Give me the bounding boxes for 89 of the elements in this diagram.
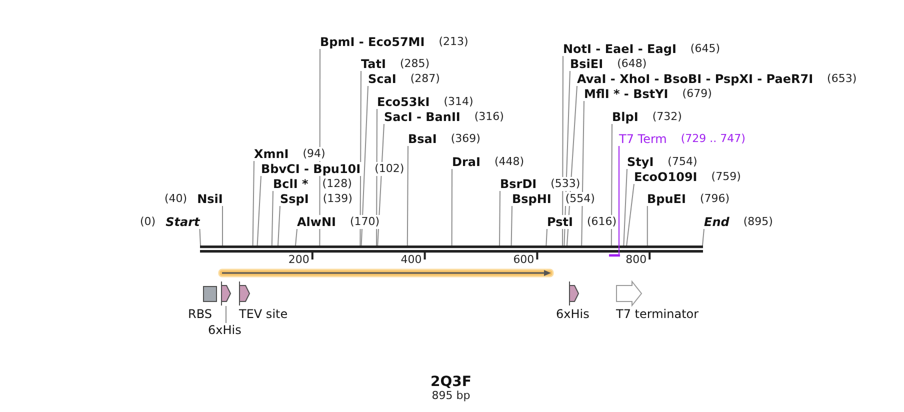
- position-number: (170): [349, 215, 381, 229]
- leader-line: [610, 124, 612, 246]
- enzyme-name: BlpI: [611, 110, 640, 124]
- position-number: (128): [321, 177, 353, 191]
- position-number: (653): [826, 72, 858, 86]
- leader-line: [546, 228, 548, 246]
- enzyme-name: MflI * - BstYI: [583, 87, 670, 101]
- start-label: Start: [164, 215, 201, 229]
- position-number: (40): [164, 192, 188, 206]
- position-number: (533): [550, 177, 582, 191]
- position-number: (0): [139, 215, 157, 229]
- enzyme-name: BsiEI: [569, 57, 604, 71]
- map-title: 2Q3F: [430, 374, 472, 390]
- tick-label: 800: [626, 252, 647, 266]
- enzyme-name: EcoO109I: [633, 170, 698, 184]
- position-number: (369): [450, 132, 482, 146]
- position-number: (314): [442, 95, 474, 109]
- enzyme-name: NsiI: [196, 192, 224, 206]
- position-number: (94): [302, 147, 326, 161]
- leader-line: [623, 168, 628, 246]
- position-number: (796): [698, 192, 731, 206]
- leader-line: [271, 190, 274, 246]
- feature-label: TEV site: [239, 307, 288, 321]
- enzyme-name: ScaI: [367, 72, 398, 86]
- position-number: (102): [374, 162, 406, 176]
- position-number: (448): [493, 155, 526, 169]
- position-number: (316): [473, 110, 505, 124]
- enzyme-name: BsaI: [407, 132, 438, 146]
- enzyme-name: BsrDI: [499, 177, 538, 191]
- leader-line: [295, 228, 298, 246]
- enzyme-name: TatI: [360, 57, 387, 71]
- position-number: (648): [616, 57, 648, 71]
- position-number: (754): [666, 155, 698, 169]
- enzyme-name: DraI: [451, 155, 482, 169]
- position-number: (616): [586, 215, 618, 229]
- enzyme-name: StyI: [626, 155, 655, 169]
- leader-line: [618, 146, 620, 255]
- feature-span-mark: [609, 254, 620, 257]
- enzyme-name: SacI - BanII: [383, 110, 462, 124]
- enzyme-name: BspHI: [511, 192, 552, 206]
- enzyme-name: XmnI: [253, 147, 290, 161]
- feature-label: T7 terminator: [616, 307, 699, 321]
- enzyme-name: NotI - EaeI - EagI: [562, 42, 678, 56]
- position-number: (645): [689, 42, 722, 56]
- leader-line: [278, 206, 280, 246]
- leader-line: [562, 56, 564, 246]
- enzyme-name: BbvCI - Bpu10I: [260, 162, 362, 176]
- position-number: (554): [564, 192, 596, 206]
- position-number: (759): [710, 170, 742, 184]
- position-number: (139): [322, 192, 354, 206]
- enzyme-name: AvaI - XhoI - BsoBI - PspXI - PaeR7I: [576, 72, 814, 86]
- enzyme-name: BpmI - Eco57MI: [319, 35, 426, 49]
- position-number: (287): [409, 72, 441, 86]
- leader-line: [510, 206, 512, 246]
- tick-label: 600: [513, 252, 534, 266]
- enzyme-name: BclI *: [272, 177, 310, 191]
- leader-line: [256, 176, 262, 246]
- feature-label: 6xHis: [208, 323, 242, 337]
- enzyme-name: Eco53kI: [376, 95, 431, 109]
- leader-line: [252, 160, 254, 246]
- position-number: (213): [438, 35, 470, 49]
- leader-line: [581, 100, 584, 246]
- sequence-length: 895 bp: [432, 389, 470, 403]
- leader-line: [702, 228, 704, 246]
- position-number: (895): [742, 215, 774, 229]
- position-number: (679): [681, 87, 713, 101]
- feature-label: 6xHis: [556, 307, 590, 321]
- leader-line: [222, 206, 223, 246]
- enzyme-name: PstI: [546, 215, 574, 229]
- end-label: End: [703, 215, 730, 229]
- feature-label: RBS: [188, 307, 212, 321]
- enzyme-name: BpuEI: [646, 192, 687, 206]
- leader-line: [646, 206, 648, 246]
- feature-arrow: [221, 281, 231, 306]
- leader-line: [499, 190, 500, 246]
- leader-line: [451, 168, 452, 246]
- position-number: (285): [398, 57, 431, 71]
- feature-range: (729 .. 747): [680, 132, 746, 146]
- leader-line: [199, 228, 201, 246]
- tick-label: 200: [288, 252, 310, 266]
- enzyme-name: SspI: [279, 192, 310, 206]
- tick-label: 400: [400, 252, 422, 266]
- leader-line: [626, 184, 634, 246]
- leader-line: [360, 86, 368, 246]
- feature-name: T7 Term: [618, 132, 668, 146]
- enzyme-name: AlwNI: [296, 215, 337, 229]
- sequence-line: [200, 246, 703, 253]
- position-number: (732): [651, 110, 683, 124]
- leader-line: [406, 146, 408, 246]
